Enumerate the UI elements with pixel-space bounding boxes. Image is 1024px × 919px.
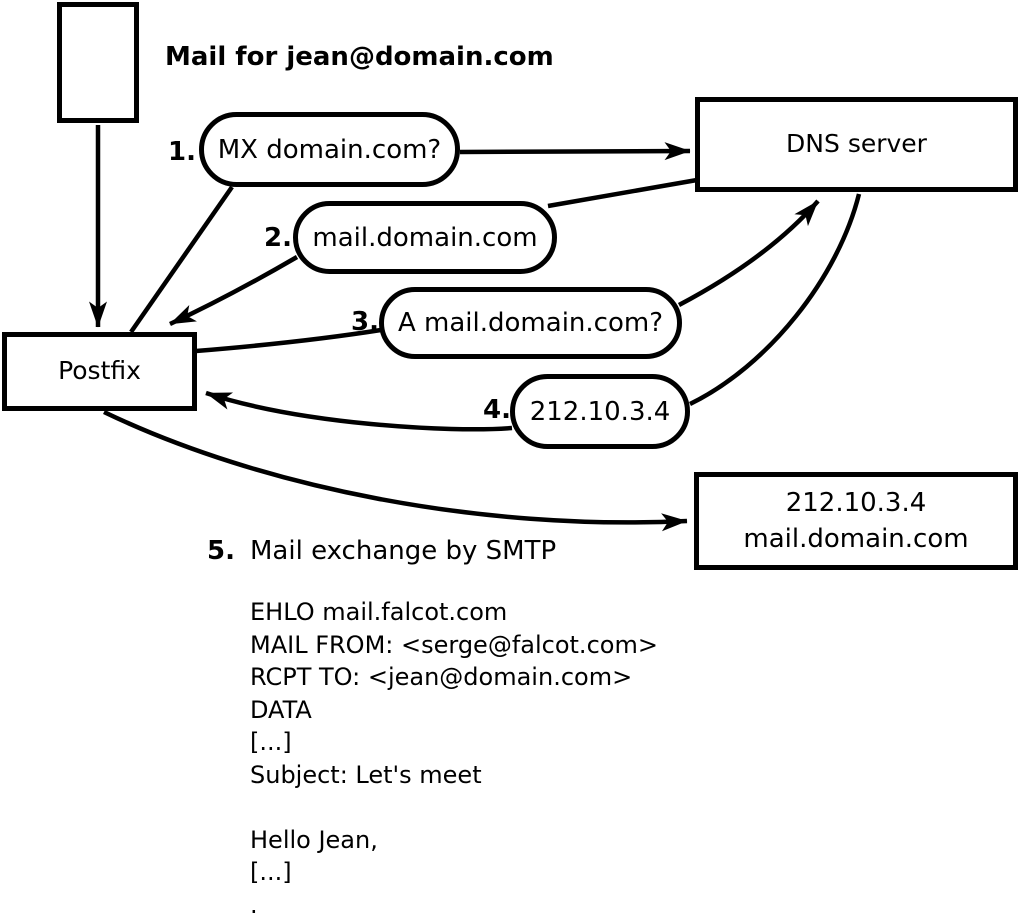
postfix-label: Postfix [58, 356, 141, 386]
arrow-postfix-to-mailhost [103, 409, 688, 532]
line-dns-to-answer4 [689, 193, 862, 407]
query3-label: A mail.domain.com? [398, 308, 663, 338]
smtp-line: EHLO mail.falcot.com [250, 598, 508, 626]
mail-host-label: 212.10.3.4 mail.domain.com [743, 485, 968, 557]
answer2-pill: mail.domain.com [293, 201, 557, 274]
step1-number: 1. [168, 137, 196, 167]
mail-note: Mail for jean@domain.com [165, 42, 554, 72]
smtp-line-terminator: . [250, 890, 258, 919]
answer2-label: mail.domain.com [312, 222, 538, 253]
mail-message-node [57, 2, 139, 123]
line-dns-to-answer2 [547, 177, 698, 209]
answer4-pill: 212.10.3.4 [510, 374, 690, 449]
arrow-query3-to-dns [677, 199, 820, 307]
smtp-line: Hello Jean, [250, 825, 378, 854]
step3-number: 3. [351, 307, 379, 337]
dns-server-label: DNS server [786, 129, 927, 159]
smtp-line: [...] [250, 728, 292, 756]
smtp-session-transcript: EHLO mail.falcot.com MAIL FROM: <serge@f… [250, 596, 658, 919]
step2-number: 2. [264, 223, 292, 253]
smtp-line: MAIL FROM: <serge@falcot.com> [250, 630, 658, 659]
postfix-node: Postfix [2, 332, 197, 411]
arrow-query1-to-dns [459, 142, 691, 161]
mail-host-node: 212.10.3.4 mail.domain.com [694, 472, 1018, 570]
smtp-line: RCPT TO: <jean@domain.com> [250, 663, 633, 691]
mail-host-name: mail.domain.com [743, 524, 969, 554]
dns-server-node: DNS server [695, 97, 1018, 192]
smtp-line: [...] [250, 858, 292, 886]
step5-label: Mail exchange by SMTP [250, 536, 557, 566]
mail-host-ip: 212.10.3.4 [785, 488, 927, 518]
step5-number: 5. [207, 536, 235, 566]
step4-number: 4. [483, 395, 511, 425]
line-postfix-to-query3 [195, 327, 382, 354]
arrow-answer4-to-postfix [205, 390, 513, 432]
answer4-label: 212.10.3.4 [529, 396, 671, 427]
smtp-line-blank [250, 791, 658, 824]
query1-pill: MX domain.com? [199, 112, 460, 187]
query3-pill: A mail.domain.com? [379, 287, 682, 359]
line-postfix-to-query1 [129, 185, 234, 334]
query1-label: MX domain.com? [217, 134, 442, 165]
smtp-line: DATA [250, 695, 312, 724]
smtp-line: Subject: Let's meet [250, 760, 482, 789]
arrow-answer2-to-postfix [169, 255, 299, 327]
